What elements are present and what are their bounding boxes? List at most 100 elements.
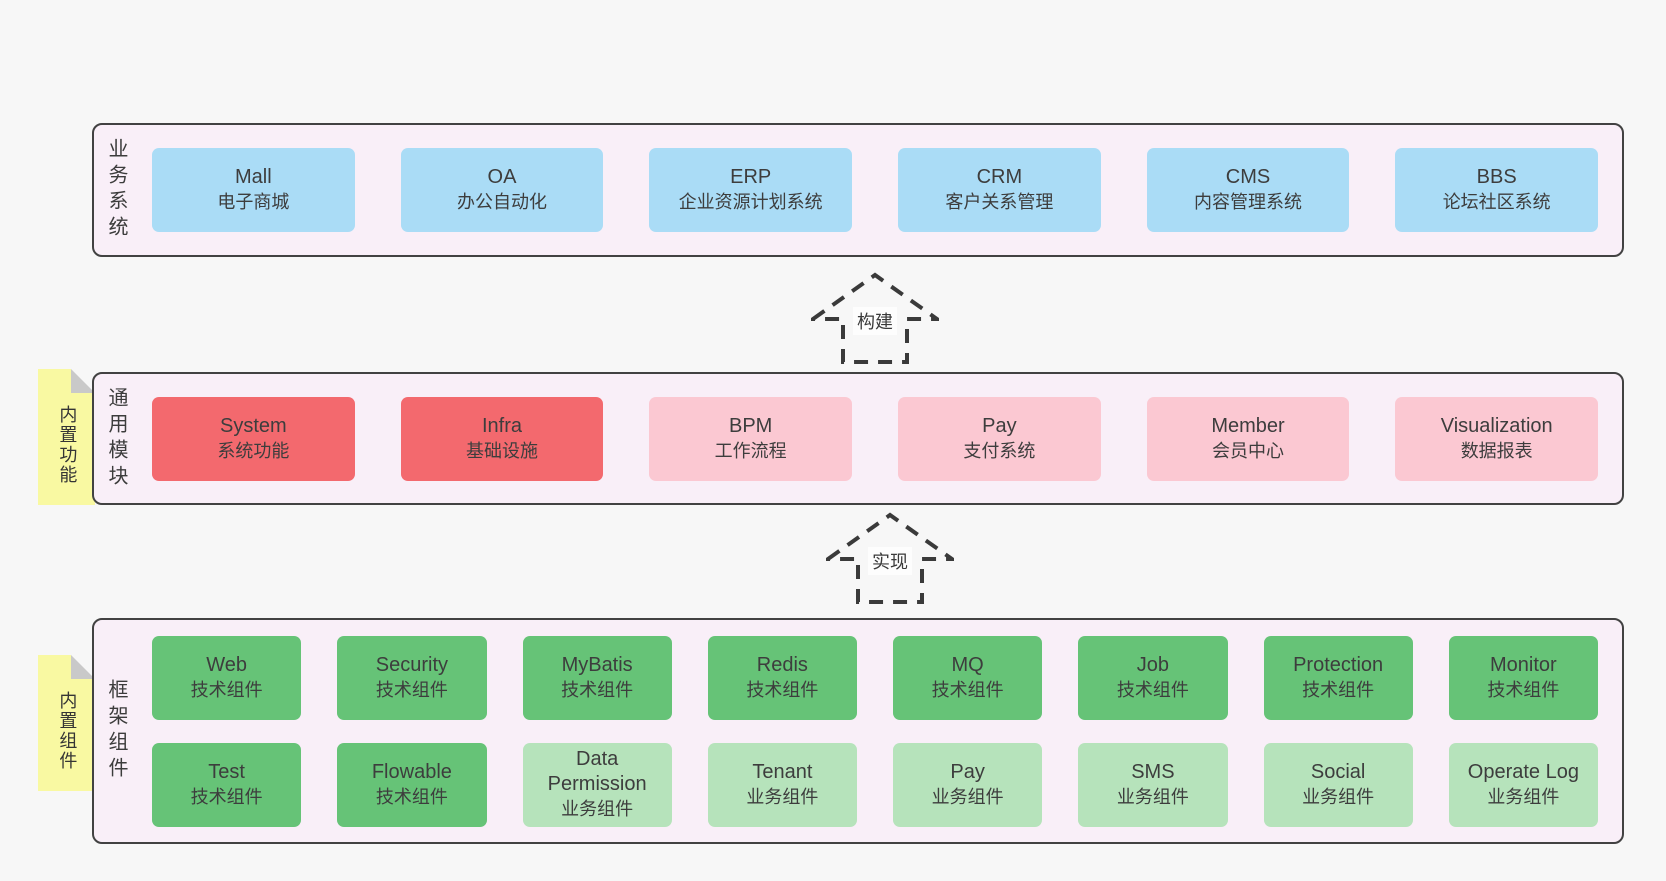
band-label-wrap: 通用模块 xyxy=(94,374,138,503)
box-name: CRM xyxy=(976,166,1023,188)
box-desc: 技术组件 xyxy=(190,679,263,700)
box-desc: 业务组件 xyxy=(1302,786,1375,807)
box-name: Tenant xyxy=(752,760,813,783)
box-pay-component: Pay 业务组件 xyxy=(893,742,1043,827)
box-desc: 企业资源计划系统 xyxy=(678,192,823,212)
up-arrow-icon xyxy=(826,512,954,604)
box-mq: MQ 技术组件 xyxy=(893,635,1043,720)
box-security: Security 技术组件 xyxy=(337,635,487,720)
box-erp: ERP 企业资源计划系统 xyxy=(649,148,853,232)
box-oa: OA 办公自动化 xyxy=(400,148,604,232)
component-row-1: Web 技术组件 Security 技术组件 MyBatis 技术组件 Redi… xyxy=(152,635,1598,720)
box-name: Visualization xyxy=(1440,414,1553,437)
box-social: Social 业务组件 xyxy=(1263,742,1413,827)
band-label: 通用模块 xyxy=(105,386,127,491)
box-name: Security xyxy=(375,653,448,676)
box-name: Job xyxy=(1136,653,1169,676)
box-desc: 电子商城 xyxy=(217,192,290,212)
box-bpm: BPM 工作流程 xyxy=(649,396,853,481)
band-label-wrap: 业务系统 xyxy=(94,125,138,255)
component-row-2: Test 技术组件 Flowable 技术组件 Data Permission … xyxy=(152,742,1598,827)
box-name: Member xyxy=(1211,414,1285,437)
box-desc: 数据报表 xyxy=(1460,440,1533,461)
box-desc: 业务组件 xyxy=(1487,786,1560,807)
box-desc: 业务组件 xyxy=(931,786,1004,807)
box-monitor: Monitor 技术组件 xyxy=(1448,635,1598,720)
band-common-modules: 通用模块 System 系统功能 Infra 基础设施 BPM 工作流程 Pay… xyxy=(92,372,1624,505)
box-name: Operate Log xyxy=(1467,760,1579,783)
sticky-fold-corner xyxy=(71,655,95,679)
dashed-up-arrow-implement: 实现 xyxy=(826,511,954,605)
box-desc: 客户关系管理 xyxy=(945,192,1054,212)
band-business-systems: 业务系统 Mall 电子商城 OA 办公自动化 ERP 企业资源计划系统 CRM… xyxy=(92,123,1624,257)
box-desc: 业务组件 xyxy=(1116,786,1189,807)
box-name: Test xyxy=(208,760,245,783)
box-name: Web xyxy=(206,653,247,676)
box-name: ERP xyxy=(730,166,772,188)
band-label-wrap: 框架组件 xyxy=(94,620,138,842)
box-desc: 工作流程 xyxy=(714,440,787,461)
box-cms: CMS 内容管理系统 xyxy=(1146,148,1350,232)
box-desc: 技术组件 xyxy=(1302,679,1375,700)
box-mybatis: MyBatis 技术组件 xyxy=(522,635,672,720)
band-label: 业务系统 xyxy=(105,138,127,242)
box-crm: CRM 客户关系管理 xyxy=(898,148,1101,232)
box-desc: 内容管理系统 xyxy=(1194,192,1303,212)
box-name: Redis xyxy=(756,653,808,676)
box-desc: 技术组件 xyxy=(561,679,634,700)
sticky-note-label: 内置组件 xyxy=(57,691,78,771)
box-name: BPM xyxy=(729,414,773,437)
box-desc: 业务组件 xyxy=(561,799,634,819)
box-name: Pay xyxy=(950,760,985,783)
box-name: Mall xyxy=(235,166,272,188)
sticky-note-label: 内置功能 xyxy=(57,405,78,485)
box-name: BBS xyxy=(1476,166,1517,188)
box-name: CMS xyxy=(1225,166,1271,188)
box-name: Data Permission xyxy=(547,748,647,795)
box-redis: Redis 技术组件 xyxy=(707,635,857,720)
box-tenant: Tenant 业务组件 xyxy=(707,742,857,827)
box-desc: 技术组件 xyxy=(1487,679,1560,700)
box-flowable: Flowable 技术组件 xyxy=(337,742,487,827)
box-name: Protection xyxy=(1293,653,1384,676)
arrow-label-build: 构建 xyxy=(853,307,897,335)
box-name: MyBatis xyxy=(561,653,633,676)
box-operate-log: Operate Log 业务组件 xyxy=(1448,742,1598,827)
box-desc: 技术组件 xyxy=(746,679,819,700)
box-name: Monitor xyxy=(1490,653,1557,676)
band-boxes: Web 技术组件 Security 技术组件 MyBatis 技术组件 Redi… xyxy=(138,635,1622,827)
box-name: Infra xyxy=(481,414,523,437)
box-desc: 技术组件 xyxy=(375,679,448,700)
band-boxes: System 系统功能 Infra 基础设施 BPM 工作流程 Pay 支付系统… xyxy=(138,396,1622,481)
box-mall: Mall 电子商城 xyxy=(152,148,355,232)
box-job: Job 技术组件 xyxy=(1078,635,1228,720)
box-protection: Protection 技术组件 xyxy=(1263,635,1413,720)
box-sms: SMS 业务组件 xyxy=(1078,742,1228,827)
box-member: Member 会员中心 xyxy=(1146,396,1350,481)
box-desc: 办公自动化 xyxy=(457,192,547,212)
box-visualization: Visualization 数据报表 xyxy=(1395,396,1599,481)
box-bbs: BBS 论坛社区系统 xyxy=(1395,148,1599,232)
box-test: Test 技术组件 xyxy=(152,742,302,827)
up-arrow-icon xyxy=(811,272,939,364)
box-desc: 技术组件 xyxy=(931,679,1004,700)
sticky-fold-corner xyxy=(71,369,95,393)
box-desc: 支付系统 xyxy=(963,440,1036,461)
box-pay-module: Pay 支付系统 xyxy=(898,396,1101,481)
box-desc: 技术组件 xyxy=(190,786,263,807)
sticky-note-builtin-features: 内置功能 xyxy=(38,369,95,505)
box-desc: 基础设施 xyxy=(466,440,538,461)
box-desc: 论坛社区系统 xyxy=(1442,192,1551,212)
band-label: 框架组件 xyxy=(105,679,127,783)
band-boxes: Mall 电子商城 OA 办公自动化 ERP 企业资源计划系统 CRM 客户关系… xyxy=(138,148,1622,232)
box-web: Web 技术组件 xyxy=(152,635,302,720)
box-desc: 系统功能 xyxy=(217,440,290,461)
box-desc: 业务组件 xyxy=(746,786,819,807)
box-name: Flowable xyxy=(371,760,452,783)
box-infra: Infra 基础设施 xyxy=(400,396,604,481)
box-desc: 技术组件 xyxy=(1116,679,1189,700)
box-desc: 会员中心 xyxy=(1212,440,1285,461)
arrow-label-implement: 实现 xyxy=(868,547,912,575)
band-framework-components: 框架组件 Web 技术组件 Security 技术组件 MyBatis 技术组件… xyxy=(92,618,1624,844)
